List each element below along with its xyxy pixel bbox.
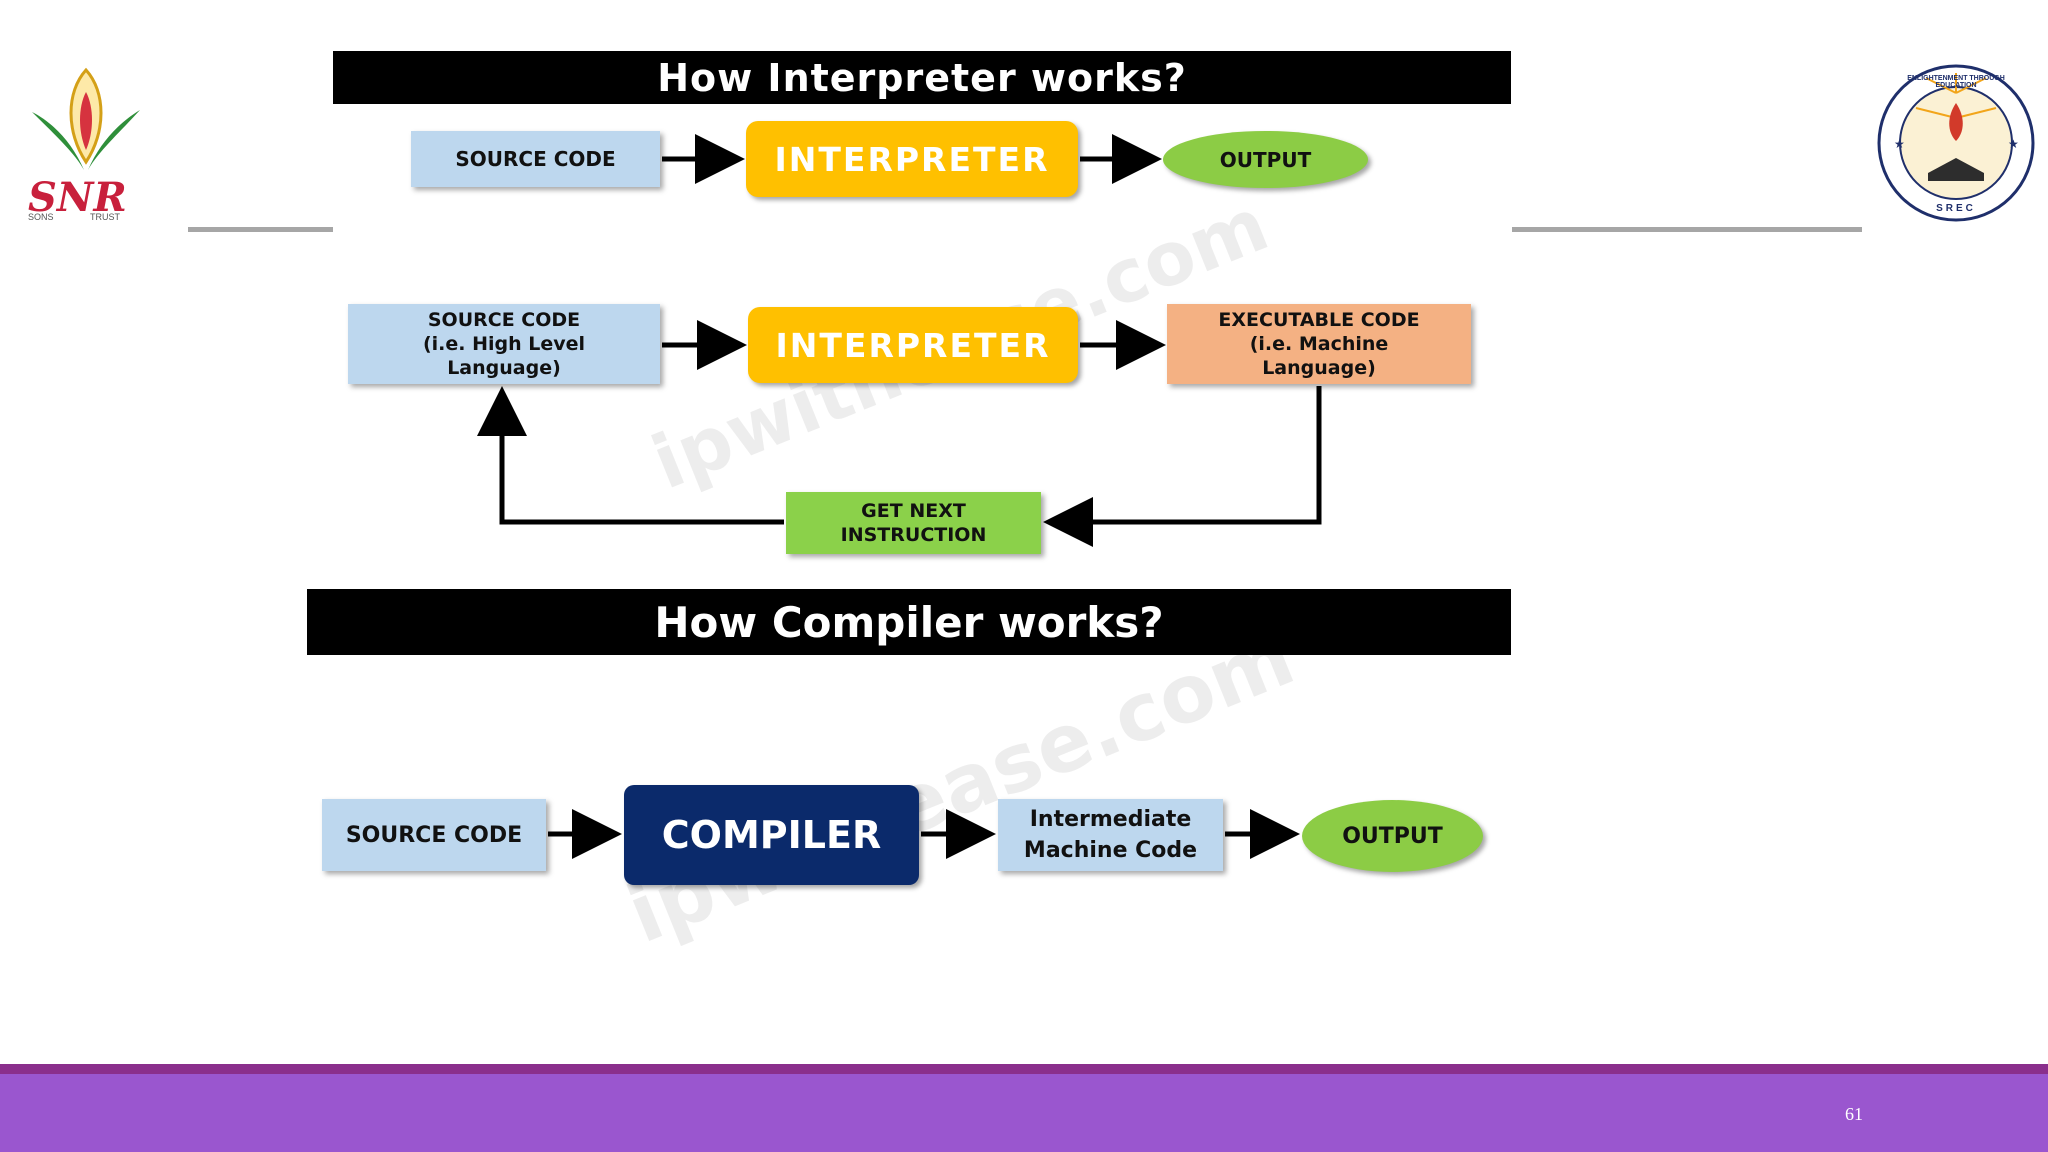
snr-lotus-icon [32, 67, 140, 170]
srec-ring-text: ENLIGHTENMENT THROUGH EDUCATION [1907, 75, 2005, 89]
compiler-source-box: SOURCE CODE [322, 799, 546, 871]
interpreter-label: INTERPRETER [774, 139, 1050, 179]
detailed-interpreter-label: INTERPRETER [775, 325, 1051, 365]
detailed-source-line3: Language) [447, 357, 561, 379]
detailed-interpreter-box: INTERPRETER [748, 307, 1078, 383]
compiler-box: COMPILER [624, 785, 919, 885]
detailed-source-line1: SOURCE CODE [427, 309, 581, 331]
compiler-title: How Compiler works? [307, 589, 1511, 655]
arrow-executable-to-next [1043, 386, 1322, 547]
compiler-output-label: OUTPUT [1342, 823, 1443, 849]
srec-emblem: ★ ★ ENLIGHTENMENT THROUGH EDUCATION SREC [1876, 63, 2036, 223]
interpreter-title: How Interpreter works? [333, 51, 1511, 104]
interpreter-source-label: SOURCE CODE [455, 147, 616, 171]
snr-logo-sons: SONS [28, 212, 54, 222]
detailed-source-line2: (i.e. High Level [422, 333, 586, 355]
snr-logo-trust: TRUST [90, 212, 120, 222]
arrow-next-to-source [477, 386, 784, 525]
intermediate-line2: Machine Code [1023, 838, 1198, 863]
interpreter-output-label: OUTPUT [1219, 147, 1312, 172]
get-next-instruction-box: GET NEXT INSTRUCTION [786, 492, 1041, 554]
compiler-label: COMPILER [661, 813, 882, 857]
footer-accent-bar [0, 1064, 2048, 1074]
executable-line1: EXECUTABLE CODE [1218, 309, 1420, 331]
snr-logo: SNR SONS TRUST [22, 62, 150, 222]
page-number: 61 [1845, 1104, 1863, 1124]
get-next-line2: INSTRUCTION [840, 524, 987, 546]
detailed-source-box: SOURCE CODE (i.e. High Level Language) [348, 304, 660, 384]
srec-emblem-icon: ★ ★ [1877, 64, 2035, 222]
intermediate-line1: Intermediate [1029, 807, 1192, 832]
snr-logo-text: SNR [28, 174, 127, 221]
interpreter-output-ellipse: OUTPUT [1163, 131, 1368, 188]
footer-bar [0, 1074, 2048, 1152]
get-next-line1: GET NEXT [861, 500, 966, 522]
executable-line2: (i.e. Machine [1249, 333, 1389, 355]
interpreter-box: INTERPRETER [746, 121, 1078, 197]
interpreter-source-box: SOURCE CODE [411, 131, 660, 187]
executable-line3: Language) [1262, 357, 1376, 379]
compiler-output-ellipse: OUTPUT [1302, 800, 1483, 872]
svg-text:★: ★ [1894, 137, 1905, 151]
svg-text:★: ★ [2008, 137, 2019, 151]
intermediate-code-box: Intermediate Machine Code [998, 799, 1223, 871]
compiler-source-label: SOURCE CODE [345, 822, 523, 848]
executable-code-box: EXECUTABLE CODE (i.e. Machine Language) [1167, 304, 1471, 384]
srec-bottom-text: SREC [1936, 203, 1976, 214]
header-rule-right [1512, 227, 1862, 232]
header-rule-left [188, 227, 333, 232]
